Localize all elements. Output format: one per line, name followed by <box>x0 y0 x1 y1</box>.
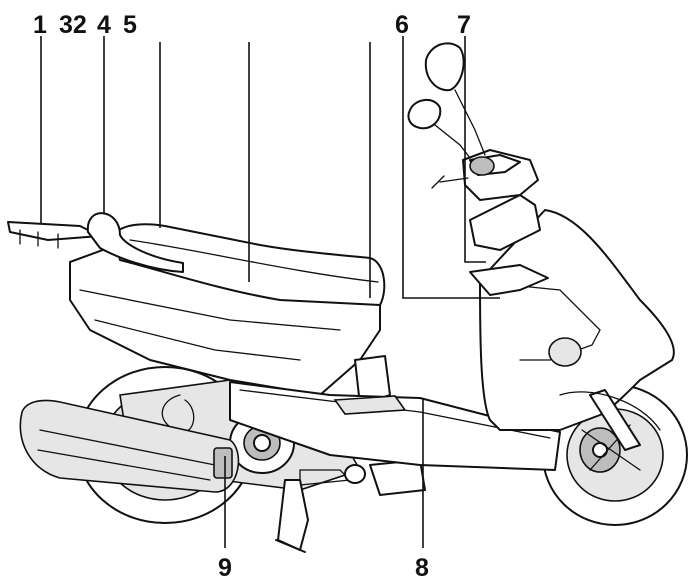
handlebar-assembly <box>432 150 540 250</box>
callout-8: 8 <box>415 554 429 582</box>
callout-5: 5 <box>123 11 137 39</box>
center-stand <box>276 480 308 552</box>
mirrors <box>408 43 485 158</box>
callout-4: 4 <box>97 11 111 39</box>
callout-9: 9 <box>218 554 232 582</box>
callout-3-2: 32 <box>59 11 87 39</box>
callout-7: 7 <box>457 11 471 39</box>
callout-6: 6 <box>395 11 409 39</box>
callout-1: 1 <box>33 11 47 39</box>
